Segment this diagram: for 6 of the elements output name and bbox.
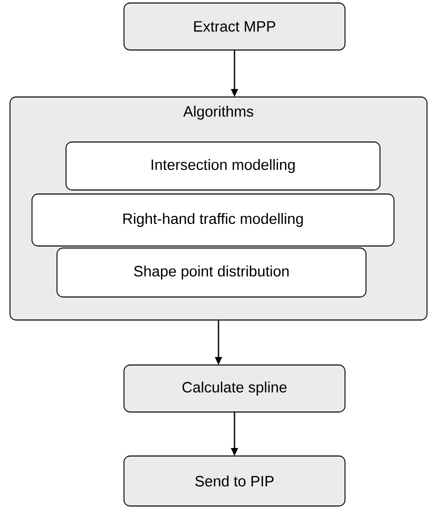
process-box: Send to PIP <box>124 456 346 506</box>
process-box: Calculate spline <box>124 364 346 412</box>
method-box: Right-hand traffic modelling <box>32 194 394 246</box>
method-box: Shape point distribution <box>56 248 366 298</box>
method-box: Intersection modelling <box>66 142 380 190</box>
process-box: Extract MPP <box>124 2 346 50</box>
